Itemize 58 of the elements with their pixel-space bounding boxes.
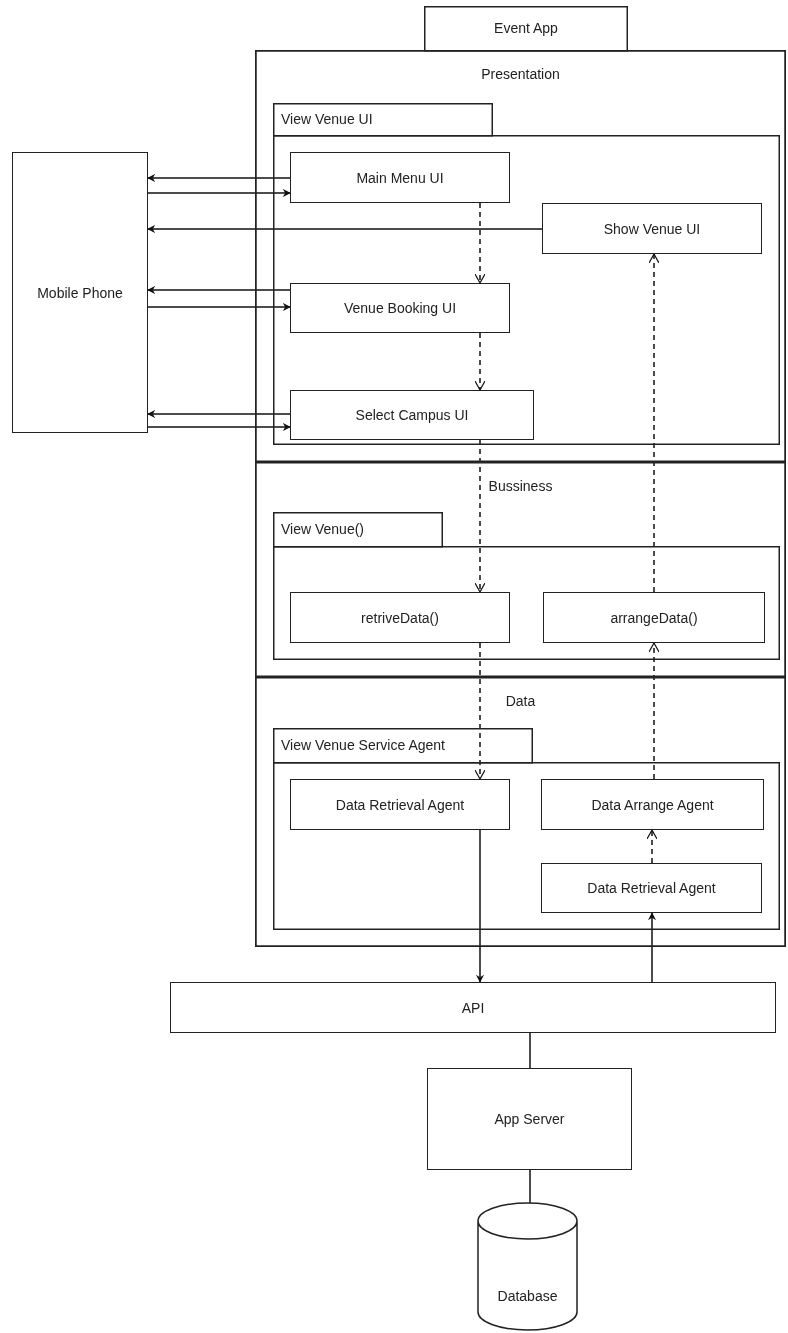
package-label: View Venue UI [281,110,374,127]
connector-line [529,1169,531,1204]
component-label: Select Campus UI [355,407,469,423]
layer-band [255,50,786,462]
component-label: Data Retrieval Agent [335,796,465,813]
component-label: App Server [494,1111,565,1127]
arrow [147,410,291,418]
arrow [147,189,291,197]
component-box [543,592,765,643]
package-frame [273,512,780,660]
component-box [290,779,510,830]
component-label: arrangeData() [610,609,698,626]
component-label: Venue Booking UI [343,300,457,316]
component-box [541,863,762,913]
component-box [427,1068,632,1170]
arrow [648,642,660,780]
arrow [147,286,291,294]
layer-title: Data [504,693,537,709]
component-box [541,779,764,830]
arrow [648,253,660,593]
component-box [290,152,510,203]
package-frame [273,103,780,445]
package-label: View Venue Service Agent [281,736,446,753]
arrow [147,174,291,182]
package-label: Event App [493,19,559,36]
arrow [648,912,656,983]
database-label: Database [496,1288,559,1304]
arrow [646,829,658,864]
component-label: retriveData() [361,609,439,626]
arrow [474,332,486,391]
layer-title: Bussiness [487,478,554,494]
arrow [147,225,543,233]
arrow [147,423,291,431]
connector-line [529,1032,531,1069]
package-frame [255,6,786,947]
component-box [290,390,534,440]
arrow [474,202,486,284]
component-label: Main Menu UI [356,169,444,186]
arrow [474,642,486,780]
component-box [12,152,148,433]
arrow [476,829,484,983]
component-box [290,283,510,333]
package-label: View Venue() [281,520,365,537]
package-frame [273,728,780,930]
arrow [147,303,291,311]
component-label: API [461,999,485,1016]
layer-band [255,677,786,947]
component-label: Data Retrieval Agent [587,880,716,896]
component-box [290,592,510,643]
layer-title: Presentation [480,66,561,82]
arrow [474,439,486,593]
database-cylinder [477,1203,578,1330]
component-label: Mobile Phone [37,284,123,301]
layer-band [255,462,786,677]
component-box [170,982,776,1033]
component-label: Data Arrange Agent [591,796,714,813]
component-box [542,203,762,254]
component-label: Show Venue UI [603,220,701,237]
